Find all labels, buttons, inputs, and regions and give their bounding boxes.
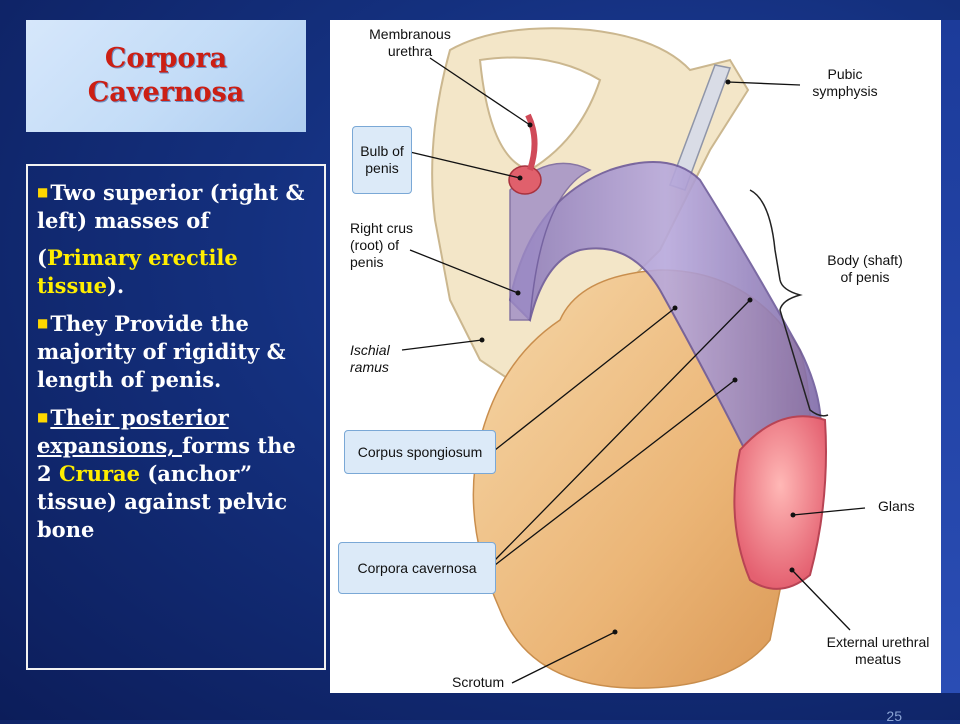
bullet-3-underlined: Their posterior expansions, (37, 405, 229, 458)
label-corpus-spongiosum: Corpus spongiosum (344, 430, 496, 474)
label-glans: Glans (878, 498, 915, 514)
label-body-shaft: Body (shaft) of penis (827, 252, 903, 285)
title-box: Corpora Cavernosa (26, 20, 306, 132)
label-right-crus: Right crus (root) of penis (350, 220, 414, 270)
paren-open: ( (37, 245, 47, 270)
bullet-1-text: Two superior (right & left) masses of (37, 180, 305, 233)
label-membranous-urethra: Membranous urethra (369, 26, 451, 59)
bullet-1-continuation: (Primary erectile tissue). (37, 244, 316, 300)
bullet-list: ■Two superior (right & left) masses of (… (26, 164, 326, 670)
anatomy-figure: Membranous urethra Pubic symphysis Bulb … (330, 20, 941, 693)
label-pubic-symphysis: Pubic symphysis (812, 66, 878, 99)
slide-number: 25 (886, 708, 902, 724)
crurae-highlight: Crurae (58, 461, 141, 486)
bullet-square-icon: ■ (37, 410, 49, 424)
label-bulb-of-penis: Bulb of penis (352, 126, 412, 194)
primary-erectile-tissue-highlight: Primary erectile tissue (37, 245, 238, 298)
title-line-1: Corpora (104, 43, 228, 74)
bullet-2-text: They Provide the majority of rigidity & … (37, 311, 286, 392)
bullet-3: ■Their posterior expansions, forms the 2… (37, 403, 316, 544)
anatomy-illustration (401, 27, 866, 689)
bullet-square-icon: ■ (37, 316, 49, 330)
label-ischial-ramus: Ischial ramus (350, 342, 390, 375)
bullet-2: ■They Provide the majority of rigidity &… (37, 309, 316, 394)
label-corpora-cavernosa: Corpora cavernosa (338, 542, 496, 594)
right-edge-strip (941, 20, 960, 693)
paren-close: ). (106, 273, 125, 298)
title-line-2: Cavernosa (87, 77, 245, 108)
label-scrotum: Scrotum (452, 674, 505, 690)
label-external-urethral-meatus: External urethral meatus (826, 634, 930, 667)
bullet-3-rest-1: forms the 2 (37, 433, 296, 486)
bullet-3-rest-2: (anchor” tissue) against pelvic bone (37, 461, 288, 542)
bullet-1: ■Two superior (right & left) masses of (37, 178, 316, 235)
bullet-square-icon: ■ (37, 185, 49, 199)
